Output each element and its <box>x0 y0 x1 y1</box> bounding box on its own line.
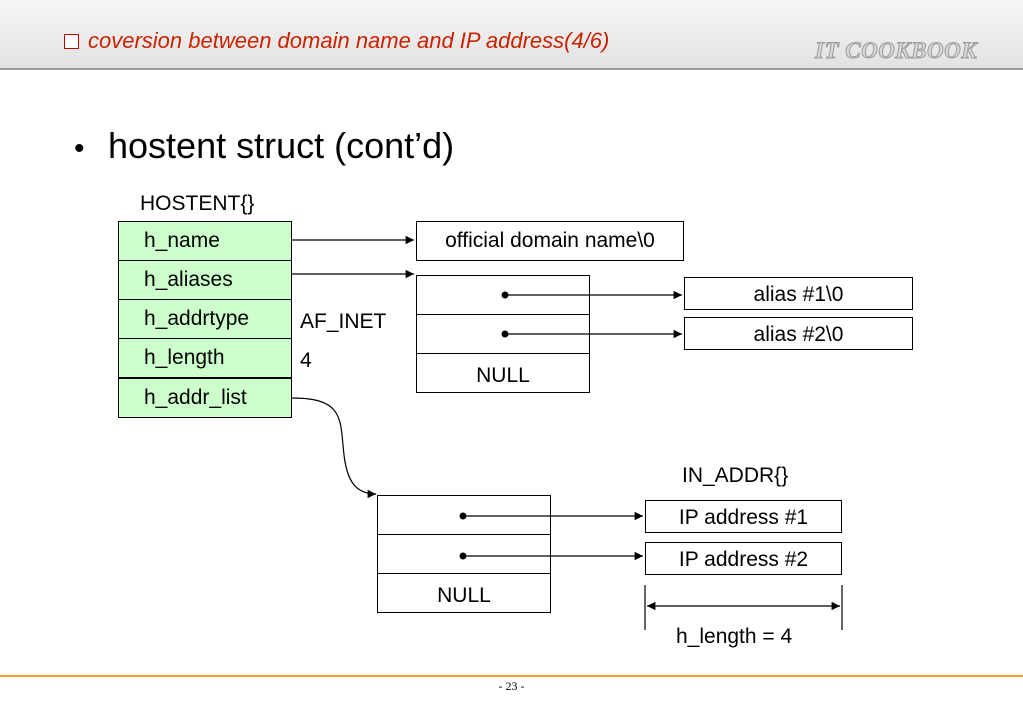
pointer-dot <box>459 512 467 520</box>
ip-address-2-box: IP address #2 <box>645 542 842 575</box>
page-number: - 23 - <box>498 679 525 693</box>
alias-1-box: alias #1\0 <box>684 277 913 310</box>
brand-logo: IT COOKBOOK <box>814 38 978 64</box>
ip-address-1-box: IP address #1 <box>645 500 842 533</box>
checkbox-bullet-icon <box>64 34 79 49</box>
field-h-addr-list: h_addr_list <box>118 378 292 418</box>
field-h-aliases: h_aliases <box>118 260 292 300</box>
official-name-box: official domain name\0 <box>416 221 684 261</box>
field-h-addrtype: h_addrtype <box>118 299 292 339</box>
field-h-length: h_length <box>118 338 292 378</box>
hostent-label: HOSTENT{} <box>140 192 255 215</box>
h-addr-list-arrow <box>291 397 377 499</box>
in-addr-label: IN_ADDR{} <box>682 464 789 487</box>
addrtype-value: AF_INET <box>300 310 387 333</box>
addr-null-cell: NULL <box>377 573 551 613</box>
section-heading: hostent struct (cont’d) <box>108 125 455 166</box>
alias-null-cell: NULL <box>416 353 590 393</box>
slide-header <box>0 0 1023 68</box>
length-value: 4 <box>300 349 312 372</box>
field-h-name: h_name <box>118 221 292 261</box>
pointer-dot <box>501 330 509 338</box>
pointer-dot <box>501 291 509 299</box>
footer-divider <box>0 675 1023 677</box>
bullet-dot-icon: • <box>74 132 85 165</box>
pointer-dot <box>459 552 467 560</box>
header-divider <box>0 68 1023 70</box>
slide-title: coversion between domain name and IP add… <box>88 28 610 53</box>
h-length-dimension-label: h_length = 4 <box>676 625 793 648</box>
alias-2-box: alias #2\0 <box>684 317 913 350</box>
